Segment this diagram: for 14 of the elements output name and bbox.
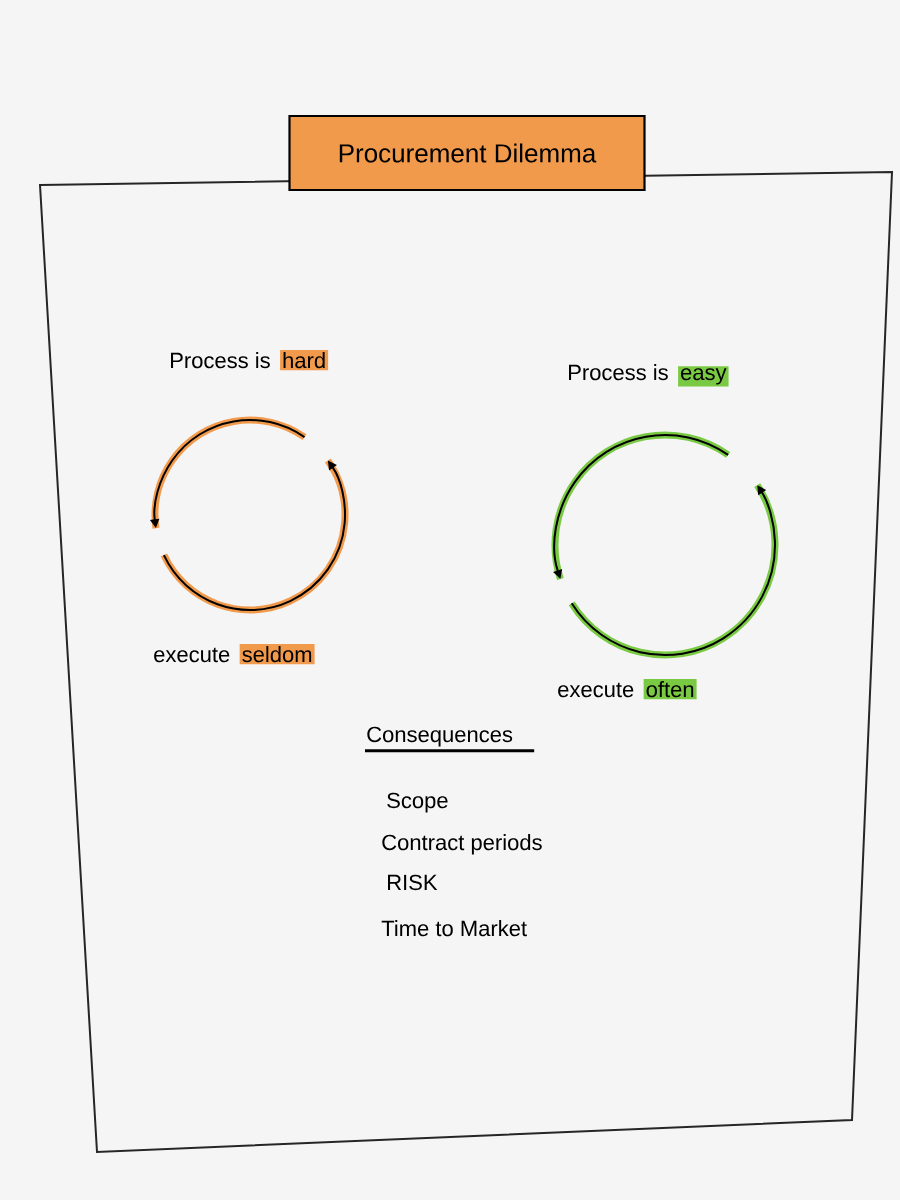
text-label: execute [154, 647, 230, 663]
text-label: Process is [171, 352, 270, 369]
text-label: Time to Market [381, 920, 527, 937]
highlighted-word: often [643, 679, 697, 700]
text-label: RISK [388, 874, 438, 891]
text-label: Process is [569, 364, 668, 381]
text-label: Scope [387, 792, 448, 813]
highlighted-word: hard [280, 350, 329, 371]
text-label: execute [558, 682, 634, 698]
highlighted-word: easy [678, 366, 729, 387]
title-banner: Procurement Dilemma [288, 114, 646, 192]
text-label: Contract periods [382, 834, 542, 855]
highlighted-word: seldom [239, 644, 315, 665]
heading-label: Consequences [365, 726, 535, 753]
